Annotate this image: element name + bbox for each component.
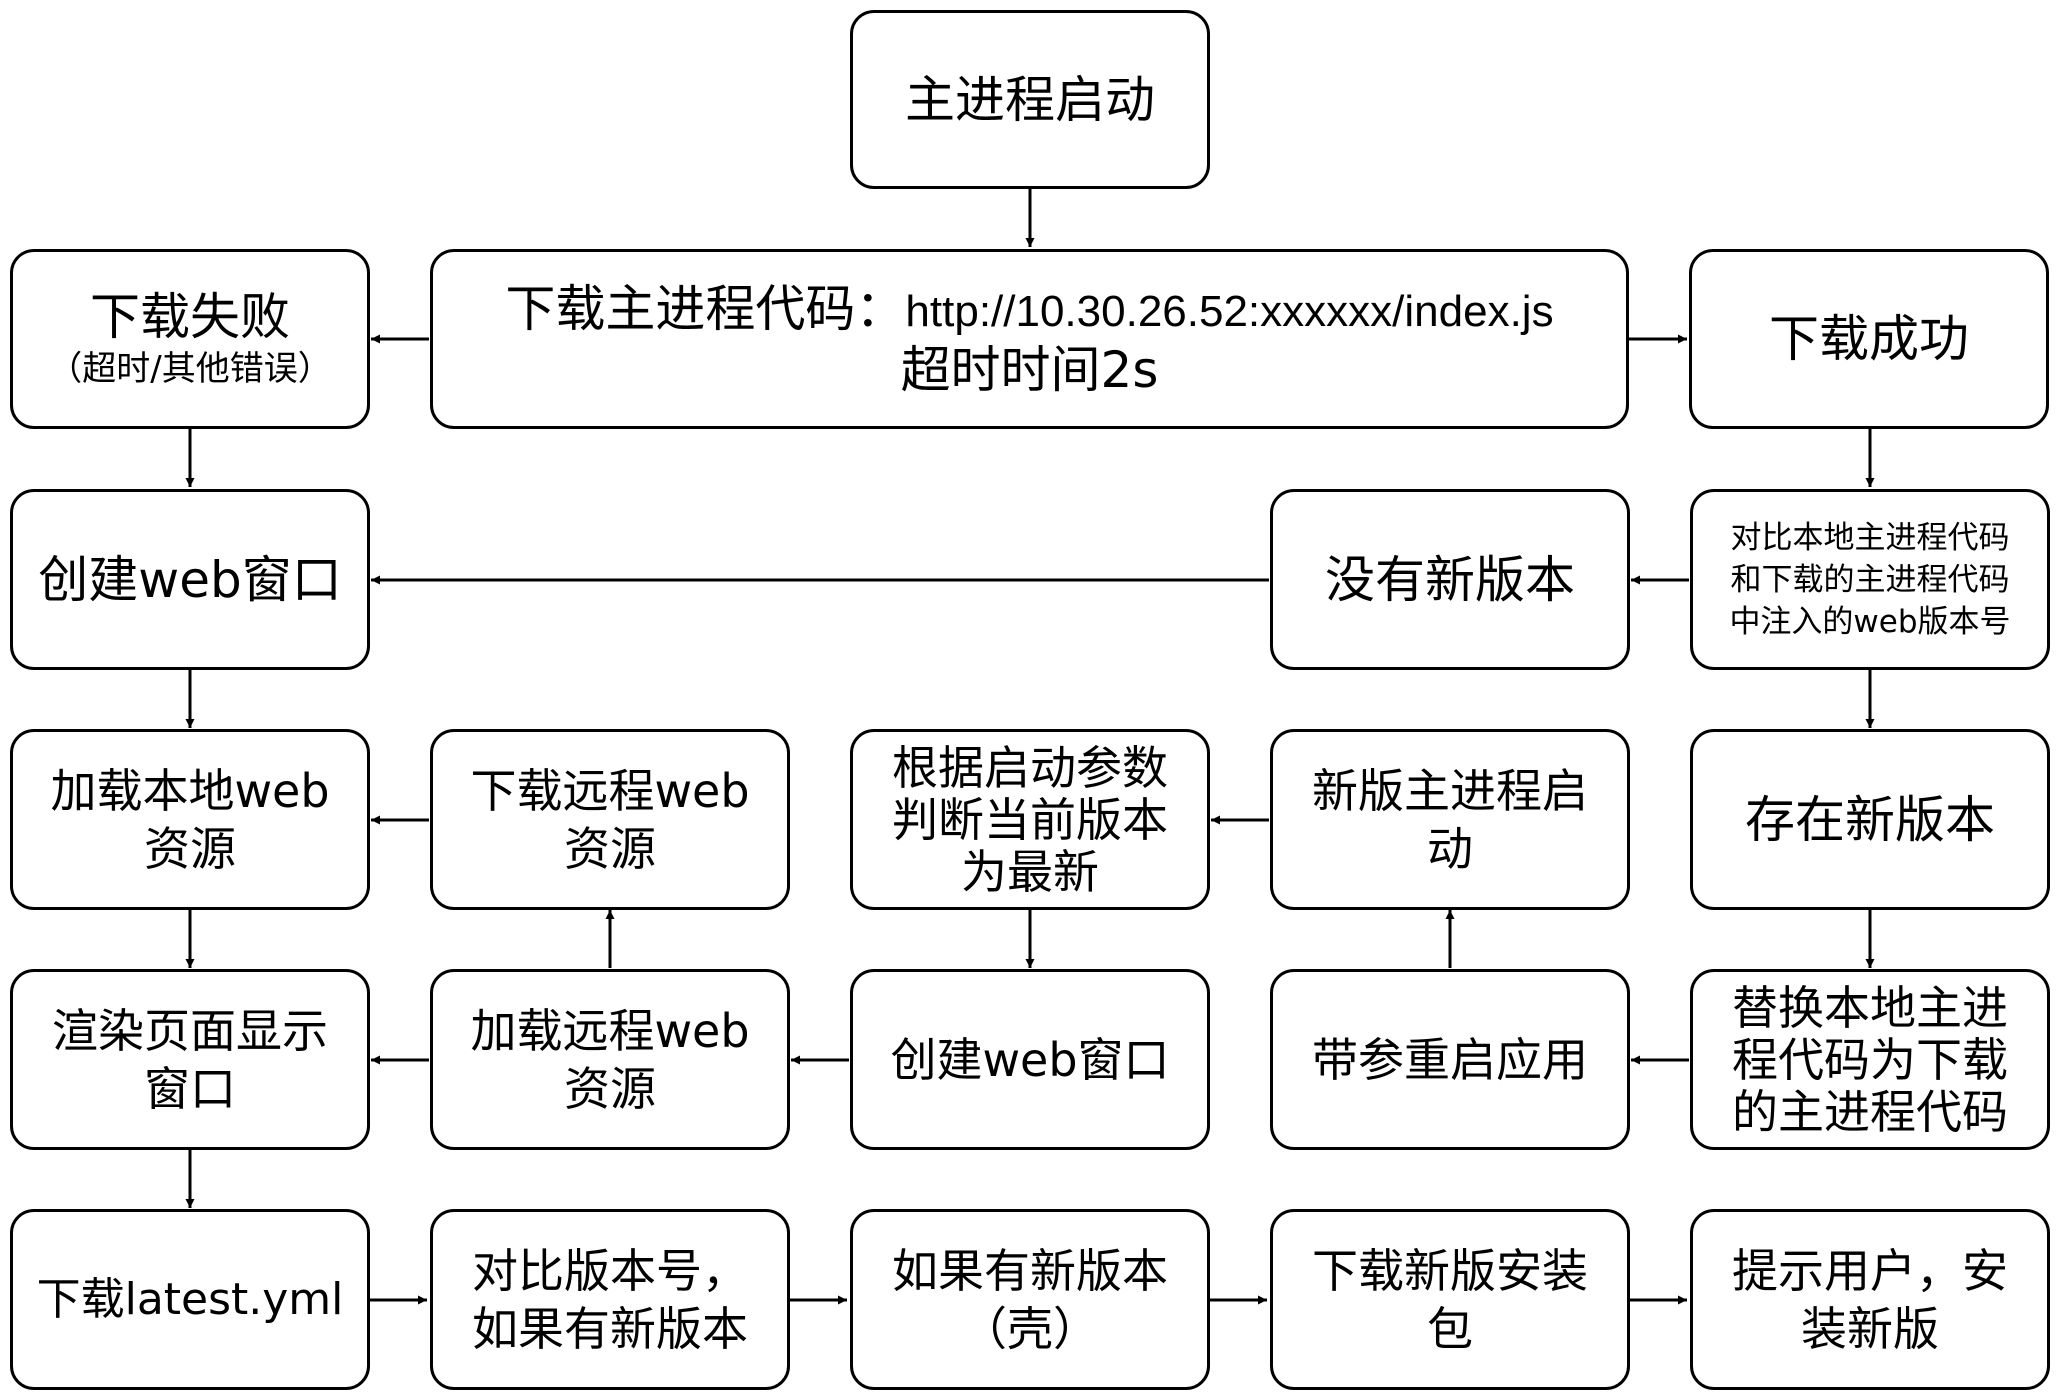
download-installer-node: 下载新版安装 包 [1270,1209,1630,1390]
download-timeout-label: 超时时间2s [900,340,1159,399]
replace-main-code-line-1: 替换本地主进 [1732,980,2008,1035]
compare-version-line-3: 中注入的web版本号 [1729,603,2011,640]
compare-version-line-2: 和下载的主进程代码 [1730,561,2010,598]
compare-version-number-line-1: 对比版本号， [472,1243,748,1298]
judge-latest-line-2: 判断当前版本 [892,792,1168,847]
no-new-version-label: 没有新版本 [1325,550,1575,609]
replace-main-code-node: 替换本地主进 程代码为下载 的主进程代码 [1690,969,2050,1150]
download-main-code-url: http://10.30.26.52:xxxxxx/index.js [905,286,1554,336]
compare-version-node: 对比本地主进程代码 和下载的主进程代码 中注入的web版本号 [1690,489,2050,670]
if-new-version-shell-line-2: （壳） [961,1301,1099,1356]
load-remote-web-line-1: 加载远程web [470,1003,750,1058]
judge-latest-line-3: 为最新 [961,844,1099,899]
restart-with-params-node: 带参重启应用 [1270,969,1630,1150]
restart-with-params-label: 带参重启应用 [1312,1032,1588,1087]
load-local-web-line-2: 资源 [144,821,236,876]
if-new-version-shell-line-1: 如果有新版本 [892,1243,1168,1298]
download-remote-web-node: 下载远程web 资源 [430,729,790,910]
new-main-start-line-1: 新版主进程启 [1312,763,1588,818]
main-process-start-label: 主进程启动 [905,70,1155,129]
download-remote-web-line-2: 资源 [564,821,656,876]
download-main-code-prefix: 下载主进程代码： [505,279,906,338]
compare-version-line-1: 对比本地主进程代码 [1730,519,2010,556]
download-fail-node: 下载失败 （超时/其他错误） [10,249,370,429]
create-web-window-mid-node: 创建web窗口 [850,969,1210,1150]
create-web-window-left-node: 创建web窗口 [10,489,370,670]
main-process-start-node: 主进程启动 [850,10,1210,189]
download-main-code-node: 下载主进程代码： http://10.30.26.52:xxxxxx/index… [430,249,1629,429]
new-main-start-node: 新版主进程启 动 [1270,729,1630,910]
create-web-window-mid-label: 创建web窗口 [890,1032,1170,1087]
download-latest-yml-node: 下载latest.yml [10,1209,370,1390]
render-page-line-1: 渲染页面显示 [52,1003,328,1058]
download-installer-line-1: 下载新版安装 [1312,1243,1588,1298]
download-remote-web-line-1: 下载远程web [470,763,750,818]
load-local-web-line-1: 加载本地web [50,763,330,818]
compare-version-number-node: 对比版本号， 如果有新版本 [430,1209,790,1390]
download-fail-title: 下载失败 [90,288,290,346]
has-new-version-label: 存在新版本 [1745,790,1995,849]
compare-version-number-line-2: 如果有新版本 [472,1301,748,1356]
if-new-version-shell-node: 如果有新版本 （壳） [850,1209,1210,1390]
download-success-label: 下载成功 [1769,310,1969,368]
prompt-user-install-node: 提示用户，安 装新版 [1690,1209,2050,1390]
replace-main-code-line-3: 的主进程代码 [1732,1084,2008,1139]
load-local-web-node: 加载本地web 资源 [10,729,370,910]
load-remote-web-line-2: 资源 [564,1061,656,1116]
judge-latest-node: 根据启动参数 判断当前版本 为最新 [850,729,1210,910]
download-installer-line-2: 包 [1427,1301,1473,1356]
new-main-start-line-2: 动 [1427,821,1473,876]
create-web-window-left-label: 创建web窗口 [38,550,342,609]
no-new-version-node: 没有新版本 [1270,489,1630,670]
has-new-version-node: 存在新版本 [1690,729,2050,910]
download-latest-yml-label: 下载latest.yml [36,1273,344,1325]
render-page-line-2: 窗口 [144,1061,236,1116]
download-fail-detail: （超时/其他错误） [48,349,332,389]
download-success-node: 下载成功 [1689,249,2049,429]
load-remote-web-node: 加载远程web 资源 [430,969,790,1150]
prompt-user-install-line-2: 装新版 [1801,1301,1939,1356]
judge-latest-line-1: 根据启动参数 [892,740,1168,795]
prompt-user-install-line-1: 提示用户，安 [1732,1243,2008,1298]
replace-main-code-line-2: 程代码为下载 [1732,1032,2008,1087]
render-page-node: 渲染页面显示 窗口 [10,969,370,1150]
